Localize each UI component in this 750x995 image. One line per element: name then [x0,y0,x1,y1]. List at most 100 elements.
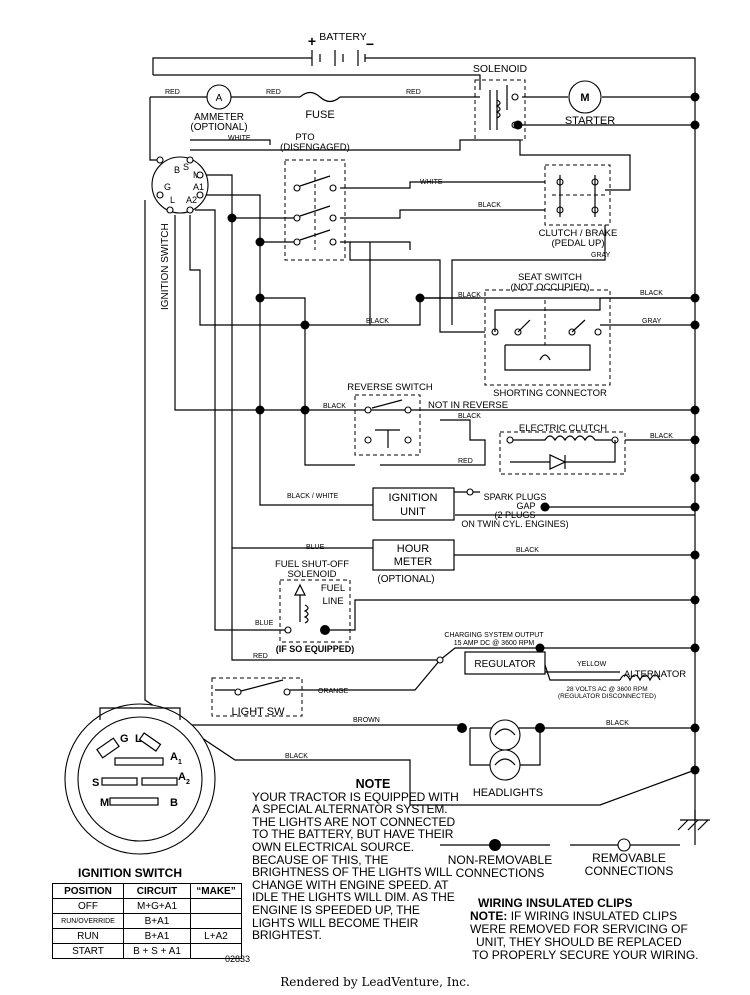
regulator-label: REGULATOR [474,659,535,670]
connection-points [227,92,700,775]
table-row: RUN/OVERRIDE B+A1 [52,913,242,929]
spark-line4: ON TWIN CYL. ENGINES) [461,519,568,529]
header-make: “MAKE” [190,883,242,899]
header-circuit: CIRCUIT [123,883,191,899]
cell-position: RUN [52,928,124,944]
terminal-g: G [164,182,171,192]
cell-make [190,943,242,959]
fuse-label: FUSE [305,109,334,121]
headlights: HEADLIGHTS [469,719,543,799]
starter: M STARTER [565,80,615,127]
clutch-label: CLUTCH / BRAKE [539,228,618,239]
footer-credit: Rendered by LeadVenture, Inc. [280,975,470,989]
battery: BATTERY + − [308,31,374,66]
note-title: NOTE [355,777,391,791]
clips-line1: IF WIRING INSULATED CLIPS [510,909,678,923]
cell-make [190,898,242,914]
not-in-reverse-label: NOT IN REVERSE [428,400,508,411]
pto-state: (DISENGAGED) [280,142,350,153]
ignition-unit-line1: IGNITION [389,492,438,504]
legend-removable-line2: CONNECTIONS [584,864,674,878]
connector-a2-sub: 2 [186,779,190,786]
wire-label-black: BLACK [458,413,481,420]
headlights-label: HEADLIGHTS [473,787,543,799]
ignition-table: POSITION CIRCUIT “MAKE” OFF M+G+A1 RUN/O… [52,883,242,959]
wire-label-black: BLACK [478,202,501,209]
clips-note-label: NOTE: [470,909,508,923]
cell-position: RUN/OVERRIDE [52,913,124,929]
connector-l: L [135,733,142,745]
legend-removable-line1: REMOVABLE [592,851,666,865]
wire-label-black: BLACK [366,318,389,325]
hour-line1: HOUR [397,543,429,555]
terminal-a1: A1 [193,182,204,192]
terminal-b: B [174,165,180,175]
wire-label-black-white: BLACK / WHITE [287,493,339,500]
wire-label-yellow: YELLOW [577,661,607,668]
spark-line1: SPARK PLUGS [484,492,547,502]
alt-line2: (REGULATOR DISCONNECTED) [558,693,656,700]
ignition-switch-vertical-label: IGNITION SWITCH [160,223,171,310]
wire-label-black: BLACK [606,720,629,727]
electric-clutch-label: ELECTRIC CLUTCH [519,423,607,434]
note-block: NOTE YOUR TRACTOR IS EQUIPPED WITH A SPE… [252,778,464,942]
wire-label-gray: GRAY [591,252,611,259]
table-row: OFF M+G+A1 [52,898,242,914]
fuel-line1: FUEL SHUT-OFF [275,559,349,570]
solenoid-label: SOLENOID [473,63,528,75]
header-position: POSITION [52,883,124,899]
wiring-clips-note: WIRING INSULATED CLIPS NOTE: IF WIRING I… [470,897,740,962]
table-row: START B + S + A1 [52,943,242,959]
ammeter-optional: (OPTIONAL) [190,122,247,133]
reverse-label: REVERSE SWITCH [347,382,433,393]
ignition-switch-terminal: B S M A1 A2 G L IGNITION SWITCH [151,156,209,310]
wire-label-red: RED [406,89,421,96]
hour-line2: METER [394,556,433,568]
legend-non-removable-line2: CONNECTIONS [455,866,545,880]
charging-line2: 15 AMP DC @ 3600 RPM [454,640,535,647]
legend-symbols [440,838,680,852]
terminal-a2: A2 [186,195,197,205]
battery-minus: − [366,36,374,52]
light-switch: LIGHT SW [211,677,303,718]
alternator: ALTERNATOR 28 VOLTS AC @ 3600 RPM (REGUL… [558,669,686,700]
wire-label-brown: BROWN [353,717,380,724]
connector-s: S [92,777,99,789]
cell-circuit: B+A1 [123,928,191,944]
solenoid: SOLENOID [473,63,528,141]
connector-m: M [100,797,109,809]
alt-line1: 28 VOLTS AC @ 3600 RPM [566,686,647,693]
hour-meter: HOUR METER (OPTIONAL) [372,539,455,585]
wire-network [144,57,710,845]
document-number: 02833 [225,954,251,964]
clutch-state: (PEDAL UP) [552,238,605,249]
clips-line2: WERE REMOVED FOR SERVICING OF [470,922,688,936]
legend-removable: REMOVABLE CONNECTIONS [574,852,684,878]
wire-label-blue: BLUE [255,620,274,627]
connector-g: G [120,733,129,745]
hour-optional: (OPTIONAL) [377,574,434,585]
spark-line2: GAP [516,501,535,511]
terminal-l: L [170,195,175,205]
ignition-unit-line2: UNIT [400,506,426,518]
wire-label-black: BLACK [640,290,663,297]
ignition-unit: IGNITION UNIT SPARK PLUGS GAP (2 PLUGS O… [372,487,569,529]
cell-make [190,913,242,929]
connector-b: B [170,797,178,809]
shorting-connector-label: SHORTING CONNECTOR [493,388,607,399]
cell-circuit: B + S + A1 [123,943,191,959]
wire-label-white: WHITE [420,179,443,186]
pto-label: PTO [295,132,314,143]
cell-circuit: M+G+A1 [123,898,191,914]
seat-state: (NOT OCCUPIED) [511,282,590,293]
starter-symbol: M [580,92,589,104]
connector-a1: A [170,751,178,763]
ammeter-label: AMMETER [194,112,244,123]
ammeter: A AMMETER (OPTIONAL) [190,84,248,133]
fuse: FUSE [299,91,341,121]
alternator-label: ALTERNATOR [624,669,686,680]
wire-label-black: BLACK [650,433,673,440]
cell-position: OFF [52,898,124,914]
wire-label-red: RED [266,89,281,96]
